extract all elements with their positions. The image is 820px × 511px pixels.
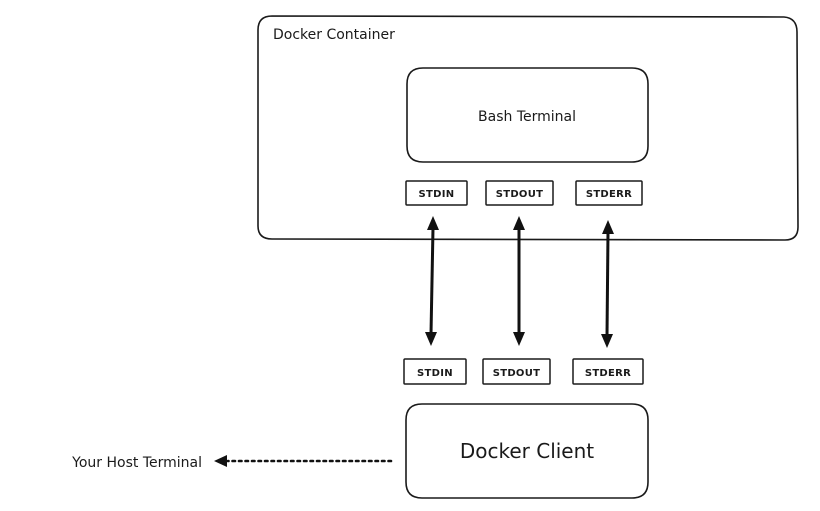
container-stderr: STDERR — [575, 180, 643, 206]
client-stdout-box — [482, 358, 551, 385]
bash-terminal: Bash Terminal — [406, 67, 649, 163]
client-stdin: STDIN — [403, 358, 467, 385]
host-arrow-head — [214, 455, 227, 467]
client-stderr-label: STDERR — [585, 368, 631, 379]
docker-client-label: Docker Client — [460, 439, 594, 463]
bash-terminal-label: Bash Terminal — [478, 109, 576, 125]
stdin-arrow-line — [429, 227, 435, 335]
stdin-arrow-head-down — [425, 332, 437, 346]
stderr-arrow-head-down — [601, 334, 613, 348]
container-streams: STDIN STDOUT STDERR — [405, 180, 643, 206]
docker-client: Docker Client — [405, 403, 649, 499]
container-stdout-box — [485, 180, 554, 206]
host-connection: Your Host Terminal — [71, 455, 393, 471]
bash-terminal-border — [406, 67, 649, 163]
container-stdin-box — [405, 180, 468, 206]
client-stdin-box — [403, 358, 467, 385]
docker-container-title: Docker Container — [273, 27, 395, 43]
client-stdout: STDOUT — [482, 358, 551, 385]
host-terminal-label: Your Host Terminal — [71, 455, 202, 471]
stderr-arrow — [601, 220, 614, 348]
stderr-arrow-head-up — [602, 220, 614, 234]
container-stdin: STDIN — [405, 180, 468, 206]
client-stderr-box — [572, 358, 644, 385]
container-stderr-box — [575, 180, 643, 206]
client-stdin-label: STDIN — [417, 368, 453, 379]
container-stderr-label: STDERR — [586, 189, 632, 200]
container-stdout-label: STDOUT — [496, 189, 544, 200]
stdout-arrow — [513, 216, 525, 346]
container-stdout: STDOUT — [485, 180, 554, 206]
docker-client-border — [405, 403, 649, 499]
stdin-arrow-head-up — [427, 216, 439, 230]
stdin-arrow — [425, 216, 439, 346]
client-stderr: STDERR — [572, 358, 644, 385]
stdout-arrow-head-up — [513, 216, 525, 230]
stream-arrows — [425, 216, 614, 348]
stderr-arrow-line — [605, 231, 610, 337]
client-stdout-label: STDOUT — [493, 368, 541, 379]
container-stdin-label: STDIN — [419, 189, 455, 200]
client-streams: STDIN STDOUT STDERR — [403, 358, 644, 385]
stdout-arrow-head-down — [513, 332, 525, 346]
